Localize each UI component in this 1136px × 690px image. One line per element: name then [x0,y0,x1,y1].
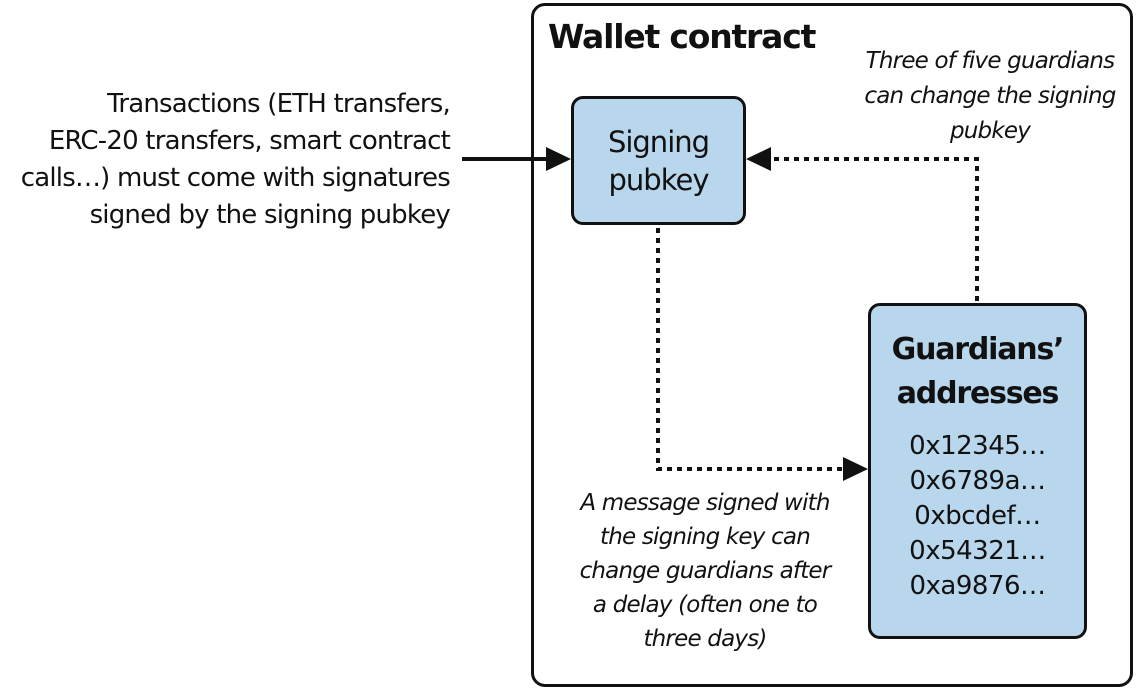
guardians-to-signing-line [770,157,979,301]
guardian-address: 0x6789a… [909,466,1046,496]
guardians-to-signing-arrowhead [746,147,771,171]
guardians-addresses-box: Guardians’ addresses 0x12345… 0x6789a… 0… [868,303,1087,639]
transactions-arrowhead [546,147,571,171]
signing-to-guardians-line [656,228,844,471]
guardians-note-line: Three of five guardians [865,48,1116,74]
signing-pubkey-label: Signing pubkey [574,123,743,199]
guardian-address: 0xa9876… [909,571,1046,601]
signing-key-note-line: three days) [643,626,767,652]
guardians-note-line: pubkey [949,118,1031,144]
signing-key-note-line: a delay (often one to [592,592,818,618]
transactions-note-line: calls…) must come with signatures [20,163,451,193]
signing-to-guardians-arrowhead [843,457,868,481]
guardians-addresses-title: Guardians’ addresses [871,328,1084,416]
transactions-note-line: signed by the signing pubkey [89,200,451,230]
guardians-title-line: addresses [896,376,1060,411]
guardians-note-line: can change the signing [864,83,1116,109]
guardian-address-list: 0x12345… 0x6789a… 0xbcdef… 0x54321… 0xa9… [871,429,1084,604]
signing-key-note: A message signed with the signing key ca… [555,486,855,656]
signing-pubkey-box: Signing pubkey [571,96,746,225]
transactions-note-line: ERC-20 transfers, smart contract [48,126,451,156]
signing-pubkey-line: pubkey [608,163,710,197]
guardian-address: 0x54321… [909,536,1046,566]
signing-key-note-line: change guardians after [579,558,832,584]
transactions-note: Transactions (ETH transfers, ERC-20 tran… [10,86,451,234]
wallet-contract-title: Wallet contract [548,17,816,56]
guardian-address: 0xbcdef… [914,501,1041,531]
signing-key-note-line: the signing key can [600,524,811,550]
guardians-note: Three of five guardians can change the s… [845,44,1135,149]
guardian-address: 0x12345… [909,431,1046,461]
signing-key-note-line: A message signed with [580,490,830,516]
signing-pubkey-line: Signing [607,125,710,159]
guardians-title-line: Guardians’ [891,332,1065,367]
transactions-note-line: Transactions (ETH transfers, [107,89,451,119]
